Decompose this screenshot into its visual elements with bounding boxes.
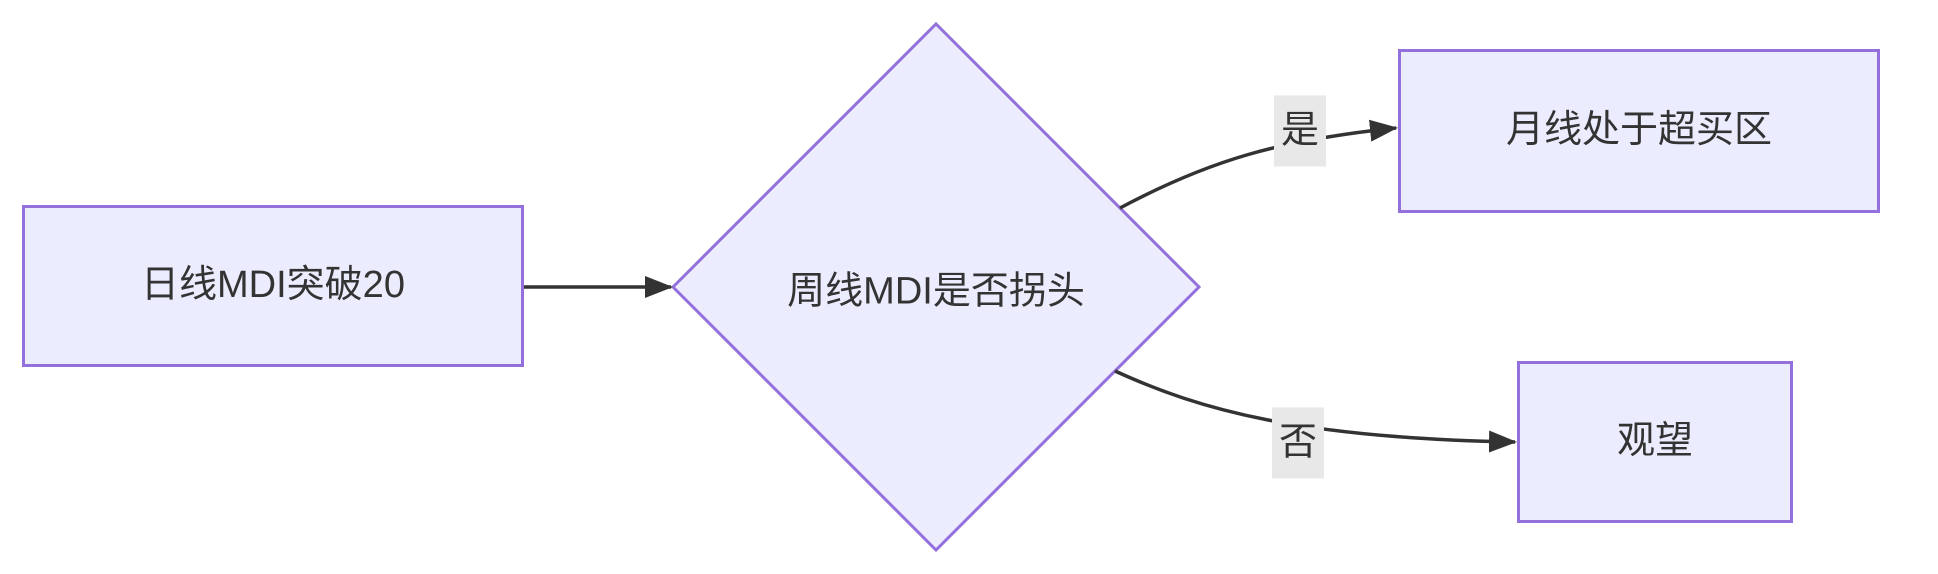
node-wait-and-see: 观望 (1517, 361, 1793, 523)
edge-label-no: 否 (1271, 407, 1325, 479)
edge-b-to-d-no (1114, 369, 1517, 453)
edge-label-yes: 是 (1273, 95, 1327, 167)
decision-weekly-mdi-label: 周线MDI是否拐头 (787, 270, 1085, 313)
node-monthly-overbought-label: 月线处于超买区 (1505, 109, 1772, 152)
node-daily-mdi-breakout-label: 日线MDI突破20 (141, 264, 405, 307)
node-daily-mdi-breakout: 日线MDI突破20 (22, 205, 524, 367)
node-wait-and-see-label: 观望 (1616, 420, 1693, 463)
node-monthly-overbought: 月线处于超买区 (1398, 49, 1880, 213)
decision-diamond-shape (670, 21, 1202, 553)
edge-b-to-c-yes (1119, 119, 1398, 210)
